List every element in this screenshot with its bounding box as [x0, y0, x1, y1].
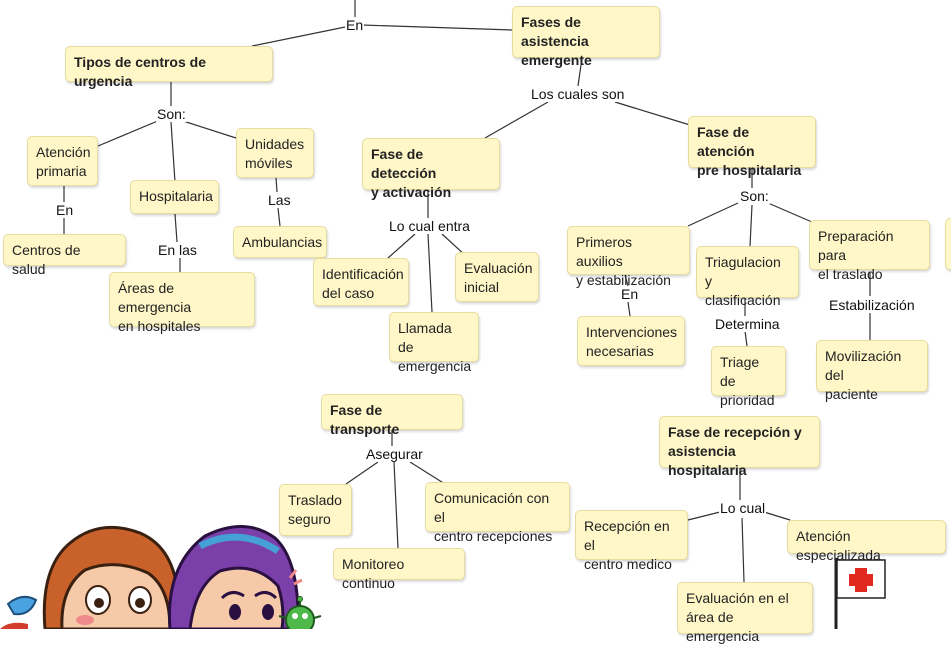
label-lo-cual-entra: Lo cual entra	[388, 218, 471, 234]
label-determina: Determina	[714, 316, 781, 332]
node-centros-salud[interactable]: Centros de salud	[3, 234, 126, 277]
label-en-las: En las	[157, 242, 198, 258]
label-en-2: En	[620, 286, 640, 302]
label-asegurar: Asegurar	[365, 446, 424, 462]
connector-lines	[63, 0, 871, 583]
node-hospitalaria[interactable]: Hospitalaria	[130, 180, 219, 214]
node-ambulancias[interactable]: Ambulancias	[233, 226, 327, 258]
cartoon-girl-icon	[167, 525, 303, 629]
node-fase-deteccion[interactable]: Fase de detección y activación	[362, 138, 500, 200]
node-intervenciones[interactable]: Intervenciones necesarias	[577, 316, 685, 366]
cartoon-boy-icon	[0, 525, 180, 629]
label-estabilizacion: Estabilización	[828, 297, 916, 313]
label-en-top: En	[345, 17, 365, 33]
node-movilizacion[interactable]: Movilización del paciente	[816, 340, 928, 402]
node-atencion-especializada[interactable]: Atención especializada	[787, 520, 946, 563]
node-comunicacion[interactable]: Comunicación con el centro recepciones	[425, 482, 570, 544]
node-unidades-moviles[interactable]: Unidades móviles	[236, 128, 314, 178]
node-fase-prehospitalaria[interactable]: Fase de atención pre hospitalaria	[688, 116, 816, 178]
node-fase-transporte[interactable]: Fase de transporte	[321, 394, 463, 437]
node-evaluacion-area[interactable]: Evaluación en el área de emergencia	[677, 582, 813, 644]
node-fase-recepcion[interactable]: Fase de recepción y asistencia hospitala…	[659, 416, 820, 478]
label-son-2: Son:	[739, 188, 770, 204]
node-atencion-primaria[interactable]: Atención primaria	[27, 136, 98, 186]
virus-icon	[278, 596, 322, 629]
node-primeros-auxilios[interactable]: Primeros auxilios y estabilización	[567, 226, 690, 288]
node-evaluacion-inicial[interactable]: Evaluación inicial	[455, 252, 539, 302]
node-identificacion[interactable]: Identificación del caso	[313, 258, 409, 306]
node-traslado-seguro[interactable]: Traslado seguro	[279, 484, 352, 536]
node-areas-emergencia[interactable]: Áreas de emergencia en hospitales	[109, 272, 255, 334]
node-fases-asistencia[interactable]: Fases de asistencia emergente	[512, 6, 660, 68]
label-son-1: Son:	[156, 106, 187, 122]
medical-flag-icon	[834, 558, 886, 629]
node-recepcion[interactable]: Recepción en el centro medico	[575, 510, 688, 572]
label-los-cuales-son: Los cuales son	[530, 86, 626, 102]
node-monitoreo[interactable]: Monitoreo continuo	[333, 548, 465, 591]
label-en-1: En	[55, 202, 75, 218]
node-tipos-centros[interactable]: Tipos de centros de urgencia	[65, 46, 273, 89]
label-lo-cual: Lo cual	[719, 500, 767, 516]
node-preparacion[interactable]: Preparación para el traslado	[809, 220, 930, 282]
label-las: Las	[267, 192, 292, 208]
node-partial-offscreen[interactable]	[945, 218, 951, 270]
node-triagulacion[interactable]: Triagulacion y clasificación	[696, 246, 799, 308]
node-triage[interactable]: Triage de prioridad	[711, 346, 786, 408]
node-llamada[interactable]: Llamada de emergencia	[389, 312, 479, 374]
